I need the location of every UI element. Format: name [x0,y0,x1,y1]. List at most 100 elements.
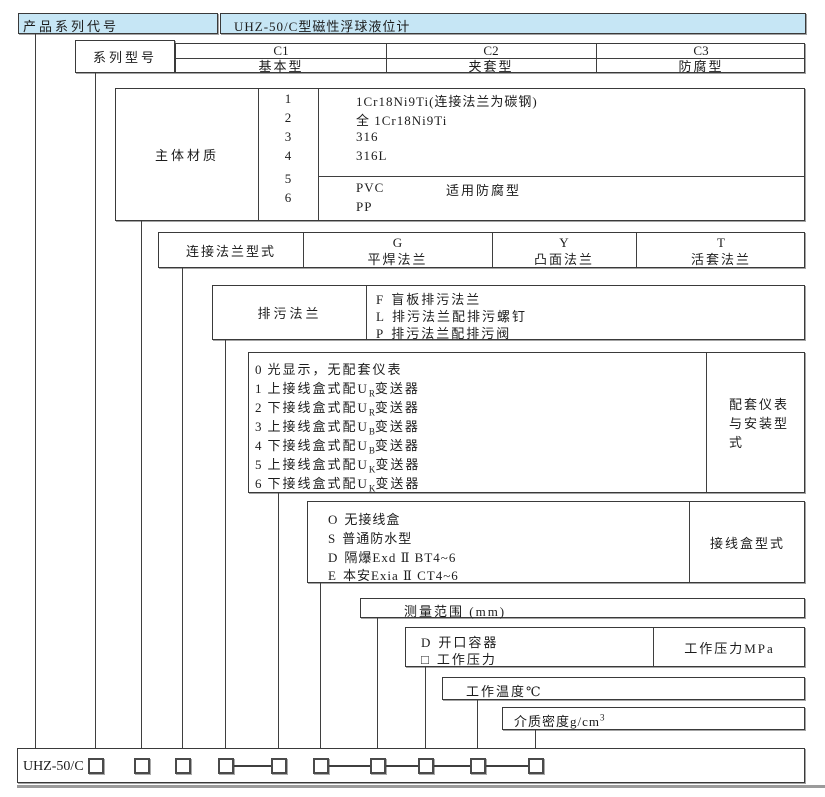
instrument-option-text: 下接线盒式配U [267,400,369,415]
header-label-box: 产品系列代号 [18,13,218,34]
flange-code-g: G [392,234,403,250]
series-label-box: 系列型号 [75,40,175,73]
digit-connector-line [386,765,418,767]
drain-option-name: 盲板排污法兰 [391,292,482,307]
instrument-option-sub: B [368,445,375,456]
material-code: 3 [284,129,292,144]
range-box: 测量范围 (mm) [360,598,805,619]
model-digit-box-4 [218,758,234,774]
instrument-option-code: 1 [255,381,264,396]
connector-drain [225,340,226,748]
digit-connector-line [329,765,370,767]
material-divider-codes [318,89,319,220]
instrument-option-text: 变送器 [374,419,420,434]
series-name-c2: 夹套型 [468,59,514,74]
junction-label: 接线盒型式 [709,535,785,551]
material-label: 主体材质 [154,148,219,163]
connector-instrument [278,493,279,748]
series-hdivider [176,58,804,59]
pressure-option-name: 工作压力 [436,652,497,667]
connector-temperature [477,700,478,748]
junction-option-name: 本安Exia Ⅱ CT4~6 [342,568,459,583]
pressure-option-code: D [421,635,433,650]
junction-option-code: D [328,550,339,565]
model-digit-box-8 [418,758,434,774]
model-digit-box-3 [175,758,191,774]
junction-option-name: 无接线盒 [344,512,401,527]
instrument-option-text: 上接线盒式配U [267,457,369,472]
instrument-option-sub: K [368,483,376,494]
series-code-c3: C3 [693,43,709,58]
instrument-option-sub: R [368,407,375,418]
material-box: 主体材质 1 2 3 4 5 6 1Cr18Ni9Ti(连接法兰为碳钢) 全 1… [115,88,805,221]
series-code-c2: C2 [483,43,499,58]
digit-connector-line [434,765,470,767]
instrument-option-text: 上接线盒式配U [267,381,369,396]
series-grid: C1 C2 C3 基本型 夹套型 防腐型 [175,43,805,74]
header-value: UHZ-50/C型磁性浮球液位计 [234,19,411,34]
junction-option-code: E [328,568,337,583]
instrument-option-text: 下接线盒式配U [267,476,369,491]
flange-code-t: T [717,234,725,250]
connector-series [95,73,96,748]
material-option: 316L [356,148,388,163]
temperature-box: 工作温度℃ [442,677,805,700]
material-option: PVC [356,180,385,195]
density-sup: 3 [600,712,605,723]
connector-pressure [425,667,426,748]
connector-flange [182,268,183,748]
page-bottom-rule [17,785,825,788]
pressure-divider [653,628,654,666]
connector-header [35,34,36,748]
flange-name-t: 活套法兰 [690,252,751,267]
flange-name-y: 凸面法兰 [533,252,594,267]
instrument-option-text: 变送器 [375,457,421,472]
instrument-option-code: 2 [255,400,264,415]
drain-option-code: F [376,292,386,307]
drain-option-name: 排污法兰配排污螺钉 [391,309,527,324]
model-digit-box-1 [88,758,104,774]
material-option: 1Cr18Ni9Ti(连接法兰为碳钢) [356,94,538,109]
drain-option-code: P [376,326,386,341]
model-digit-box-10 [528,758,544,774]
pressure-option-code: □ [421,652,431,667]
material-hdivider [318,176,804,177]
material-divider-label [258,89,259,220]
material-code: 1 [284,91,292,106]
material-option: PP [356,199,373,214]
density-text: 介质密度g/cm [514,714,600,729]
junction-option-code: S [328,531,337,546]
drain-divider [366,286,367,339]
series-name-c1: 基本型 [258,59,304,74]
instrument-option-text: 上接线盒式配U [267,419,369,434]
material-code: 6 [284,190,292,205]
model-digit-box-2 [134,758,150,774]
flange-divider-2 [636,233,637,267]
model-code-box: UHZ-50/C [17,748,805,783]
instrument-option-code: 6 [255,476,264,491]
temperature-label: 工作温度℃ [466,684,543,699]
material-code: 2 [284,110,292,125]
flange-code-y: Y [559,234,569,250]
pressure-label: 工作压力MPa [684,640,775,656]
instrument-option-code: 4 [255,438,264,453]
instrument-option-text: 变送器 [374,381,420,396]
model-digit-box-9 [470,758,486,774]
model-prefix: UHZ-50/C [23,759,84,774]
instrument-option-text: 变送器 [375,476,421,491]
instrument-option-code: 5 [255,457,264,472]
flange-box: 连接法兰型式 G 平焊法兰 Y 凸面法兰 T 活套法兰 [158,232,805,268]
